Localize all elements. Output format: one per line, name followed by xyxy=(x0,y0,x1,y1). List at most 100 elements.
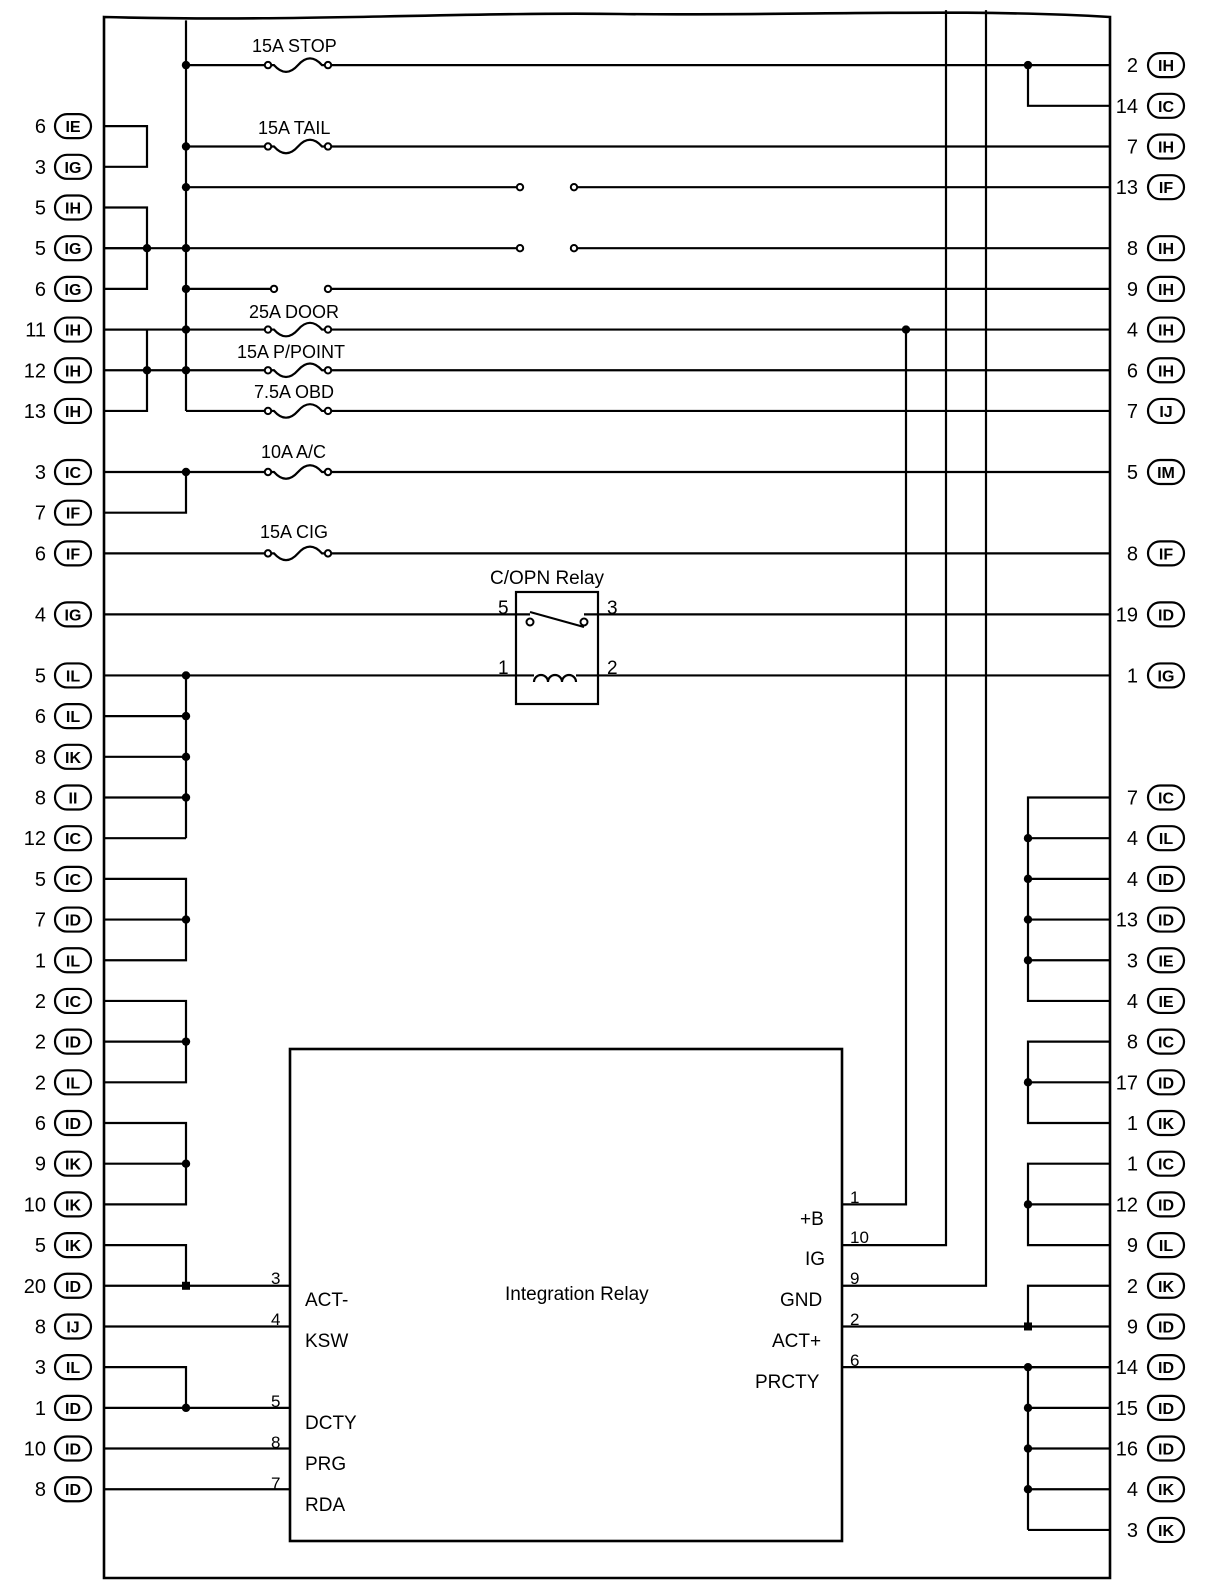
connector-pin-number: 9 xyxy=(1127,1316,1138,1338)
connector-pin-number: 17 xyxy=(1116,1072,1138,1094)
connector-code: IF xyxy=(66,546,80,563)
connector-oval xyxy=(1146,865,1186,892)
connector-pin-number: 5 xyxy=(35,238,46,260)
connector-pin-number: 1 xyxy=(1127,1154,1138,1176)
connector-oval xyxy=(1146,275,1186,302)
fuse-ac xyxy=(268,464,328,480)
connector-oval xyxy=(53,703,93,730)
connector-code: ID xyxy=(1158,1401,1174,1418)
connector-code: IH xyxy=(1158,323,1174,340)
connector-oval xyxy=(53,1150,93,1177)
connector-code: IG xyxy=(65,160,82,177)
connector-pin-number: 20 xyxy=(24,1276,46,1298)
connector-oval xyxy=(53,1394,93,1421)
connector-code: IK xyxy=(65,1197,81,1214)
connector-code: ID xyxy=(1158,872,1174,889)
connector-pin-number: 8 xyxy=(35,1316,46,1338)
connector-pin-number: 9 xyxy=(1127,279,1138,301)
wire xyxy=(1026,65,1110,107)
splice-dot xyxy=(1023,60,1033,70)
fuse-label-obd: 7.5A OBD xyxy=(254,382,334,402)
connector-code: IC xyxy=(1158,99,1174,116)
connector-oval xyxy=(1146,784,1186,811)
terminal-rda: RDA xyxy=(305,1495,345,1516)
connector-code: IH xyxy=(1158,241,1174,258)
terminal-prcty: PRCTY xyxy=(755,1372,820,1393)
connector-code: IK xyxy=(1158,1482,1174,1499)
connector-code: IE xyxy=(1158,953,1173,970)
splice-dot xyxy=(181,284,191,294)
fuse-labels: 15A STOP 15A TAIL 25A DOOR 15A P/POINT 7… xyxy=(237,36,345,542)
connector-pin-number: 7 xyxy=(35,910,46,932)
terminal-pin-8: 8 xyxy=(271,1433,280,1452)
connector-code: IF xyxy=(1159,180,1173,197)
connector-code: IC xyxy=(1158,1157,1174,1174)
wire-gnd xyxy=(842,10,988,1287)
fuse-label-ac: 10A A/C xyxy=(261,442,326,462)
connector-pin-number: 19 xyxy=(1116,604,1138,626)
open-terminal xyxy=(263,406,273,416)
connector-code: IK xyxy=(65,1238,81,1255)
splice-dot xyxy=(1023,1444,1033,1453)
connector-code: IC xyxy=(65,872,81,889)
splice-dot xyxy=(142,366,152,375)
connector-code: IL xyxy=(66,953,80,970)
connector-pin-number: 13 xyxy=(24,401,46,423)
connector-code: IF xyxy=(66,506,80,523)
connector-code: ID xyxy=(1158,1319,1174,1336)
connector-code: IK xyxy=(1158,1116,1174,1133)
connector-oval xyxy=(53,458,93,486)
relay-contact-right xyxy=(579,617,589,627)
connector-oval xyxy=(1146,947,1186,974)
connector-code: IE xyxy=(65,119,80,136)
connector-pin-number: 7 xyxy=(1127,136,1138,158)
connector-code: IC xyxy=(65,994,81,1011)
connector-oval xyxy=(53,865,93,892)
integration-relay-box xyxy=(288,1047,844,1543)
terminal-pin-3: 3 xyxy=(271,1269,280,1288)
connector-pin-number: 6 xyxy=(35,116,46,138)
connector-pin-number: 2 xyxy=(1127,55,1138,77)
connector-code: IK xyxy=(1158,1523,1174,1540)
connector-oval xyxy=(1146,316,1186,343)
connector-oval xyxy=(53,194,93,221)
connector-oval xyxy=(1146,662,1186,689)
relay-contact-left xyxy=(525,617,535,627)
splice-dot xyxy=(1023,956,1033,965)
connector-pin-number: 5 xyxy=(35,198,46,220)
connector-code: IC xyxy=(1158,1035,1174,1052)
connector-6-ie: 6 IE xyxy=(35,113,93,140)
splice-dot xyxy=(181,1403,191,1413)
connector-oval xyxy=(1146,357,1186,384)
open-terminal xyxy=(323,142,333,151)
connector-pin-number: 5 xyxy=(35,869,46,891)
connector-code: IE xyxy=(1158,994,1173,1011)
open-terminal xyxy=(323,406,333,416)
relay-pin-1: 1 xyxy=(498,658,509,679)
connector-oval xyxy=(1146,1069,1186,1096)
wire xyxy=(104,471,188,514)
connector-code: IG xyxy=(65,241,82,258)
connector-oval xyxy=(53,1028,93,1055)
terminal-pin-9: 9 xyxy=(850,1269,859,1288)
fuse-stop xyxy=(268,57,328,73)
connector-code: II xyxy=(69,791,78,808)
connector-code: IC xyxy=(65,465,81,482)
